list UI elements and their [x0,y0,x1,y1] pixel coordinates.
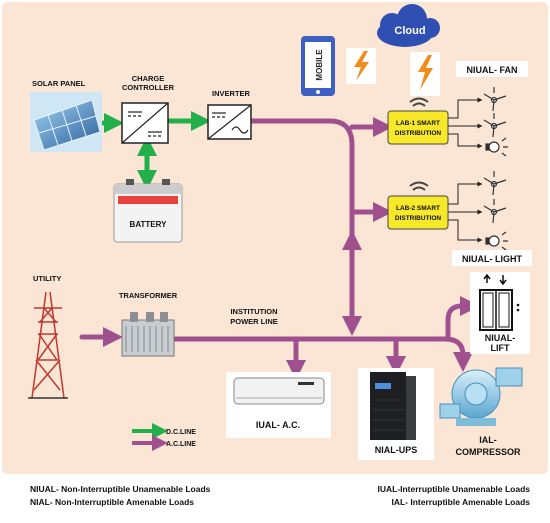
light-label: NIUAL- LIGHT [462,254,522,264]
inverter-icon [207,104,252,140]
ac-lines [79,117,480,380]
compressor-label-2: COMPRESSOR [455,447,521,457]
battery-icon: BATTERY [113,179,183,243]
transformer-label: TRANSFORMER [119,291,178,300]
charge-controller-icon [121,102,169,144]
fan-icon [483,171,507,196]
solar-panel-label: SOLAR PANEL [32,79,86,88]
inverter-feed-line [249,118,355,328]
charge-controller-label-2: CONTROLLER [122,83,175,92]
lightning-icon [418,55,433,90]
lab2-label-1: LAB-2 SMART [396,205,440,212]
lift-branch-line [445,296,480,342]
utility-label: UTILITY [33,274,61,283]
ups-label: NIAL-UPS [375,445,418,455]
lift-label-1: NIUAL- [485,333,516,343]
footnote-niual: NIUAL- Non-Interruptible Unamenable Load… [30,484,211,494]
legend: D.C.LINE A.C.LINE [132,423,196,451]
lab2-label-2: DISTRIBUTION [395,215,442,222]
fan-label: NIUAL- FAN [467,65,518,75]
charge-controller-label-1: CHARGE [132,74,165,83]
footnote-ial: IAL- Interruptible Amenable Loads [391,497,530,507]
mobile-label: MOBILE [315,49,324,81]
power-line-label-2: POWER LINE [230,317,278,326]
ups-icon: NIAL-UPS [358,368,434,460]
cloud-label: Cloud [394,25,425,37]
cloud-icon: Cloud [377,4,440,47]
lift-icon: NIUAL- LIFT [470,272,530,354]
footnote-iual: IUAL-Interruptible Unamenable Loads [377,484,530,494]
bulb-icon [485,137,508,157]
air-conditioner-icon: IUAL- A.C. [226,372,331,438]
dc-lines [100,111,211,190]
solar-panel-icon [30,92,102,152]
fan-icon [483,113,507,138]
fan-icon [483,87,507,112]
footnote-area [2,474,548,518]
inverter-label: INVERTER [212,89,251,98]
footnote-nial: NIAL- Non-Interruptible Amenable Loads [30,497,194,507]
power-line-label-1: INSTITUTION [230,307,277,316]
load-connectors [448,97,483,243]
lab1-label-1: LAB-1 SMART [396,120,440,127]
wifi-icon [409,97,429,103]
legend-ac-label: A.C.LINE [166,441,196,448]
utility-tower-icon [28,291,68,399]
fan-label-bg [456,61,528,77]
institution-power-line [172,336,473,372]
mobile-icon: MOBILE [301,36,335,96]
compressor-label-1: IAL- [479,435,497,445]
lab1-label-2: DISTRIBUTION [395,130,442,137]
wireless-signal-icons [346,48,440,191]
light-label-bg [452,250,532,266]
wifi-icon [409,181,429,187]
lab2-distribution-box: LAB-2 SMART DISTRIBUTION [387,195,449,230]
lightning-icon [354,51,369,81]
battery-label: BATTERY [130,220,168,229]
lab1-distribution-box: LAB-1 SMART DISTRIBUTION [387,110,449,145]
ac-label: IUAL- A.C. [256,420,300,430]
lift-label-2: LIFT [491,343,510,353]
compressor-icon: IAL- COMPRESSOR [439,367,523,457]
bulb-icon [485,231,508,251]
legend-dc-label: D.C.LINE [166,429,196,436]
transformer-icon [121,312,175,357]
fan-icon [483,199,507,224]
